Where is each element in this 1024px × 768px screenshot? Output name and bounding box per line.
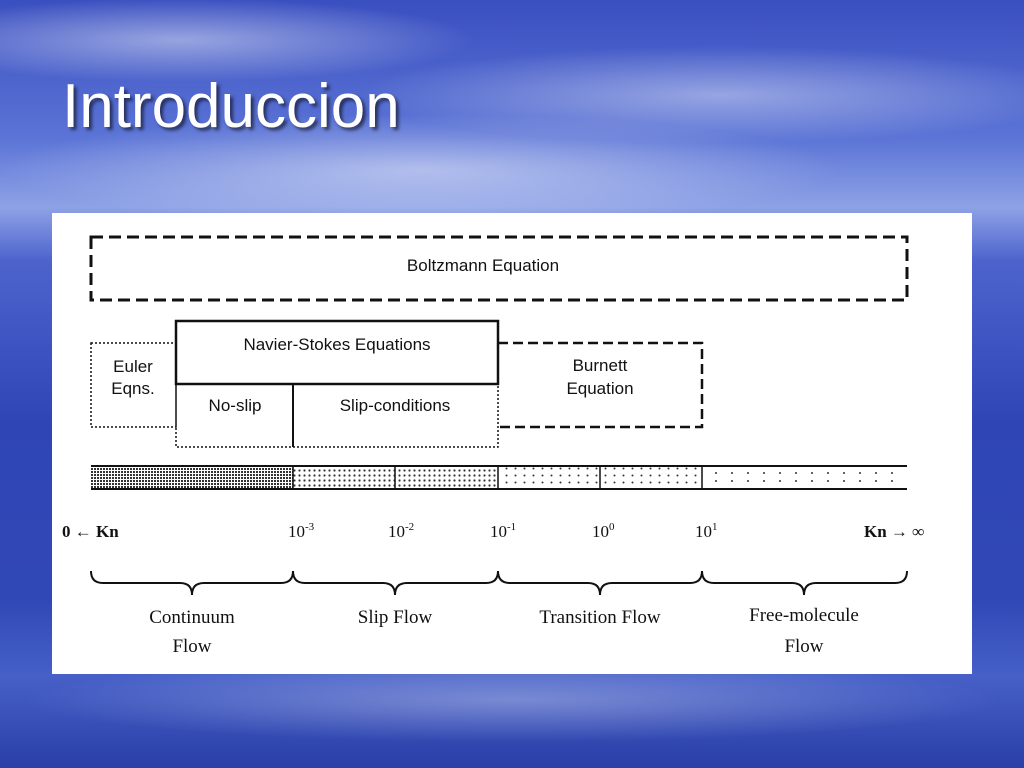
diagram-svg: Boltzmann Equation Euler Eqns. Navier-St… xyxy=(62,235,924,657)
transition-flow-label: Transition Flow xyxy=(539,607,661,628)
burnett-box: Burnett Equation xyxy=(498,341,704,429)
burnett-label-line2: Equation xyxy=(566,379,633,398)
euler-label-line2: Eqns. xyxy=(111,379,154,398)
navier-stokes-box: Navier-Stokes Equations xyxy=(174,319,500,386)
free-molecule-flow-label-line2: Flow xyxy=(784,636,823,657)
kn-infinity-label: Kn → ∞ xyxy=(864,522,924,541)
slip-conditions-label: Slip-conditions xyxy=(340,396,451,415)
navier-stokes-label: Navier-Stokes Equations xyxy=(243,335,430,354)
tick-label-1e-3: 10-3 xyxy=(288,521,315,541)
slip-brace xyxy=(292,570,499,596)
tick-label-1e1: 101 xyxy=(695,521,718,541)
slip-flow-label: Slip Flow xyxy=(358,607,433,628)
kn-zero-label: 0 ← Kn xyxy=(62,522,119,541)
burnett-label-line1: Burnett xyxy=(573,356,628,375)
continuum-flow-label-line2: Flow xyxy=(172,636,211,657)
transition-brace xyxy=(497,570,703,596)
knudsen-bar xyxy=(91,465,907,490)
boltzmann-box: Boltzmann Equation xyxy=(89,235,909,302)
continuum-brace xyxy=(90,570,294,596)
free-molecule-brace xyxy=(701,570,908,596)
regime-braces xyxy=(90,570,908,596)
euler-box: Euler Eqns. xyxy=(90,342,177,428)
free-molecule-flow-label-line1: Free-molecule xyxy=(749,605,859,626)
tick-label-1e-2: 10-2 xyxy=(388,521,414,541)
tick-label-1e0: 100 xyxy=(592,521,615,541)
boltzmann-label: Boltzmann Equation xyxy=(407,256,559,275)
euler-label-line1: Euler xyxy=(113,357,153,376)
continuum-flow-label-line1: Continuum xyxy=(149,607,235,628)
knudsen-regime-diagram: Boltzmann Equation Euler Eqns. Navier-St… xyxy=(52,213,972,674)
slide-title: Introduccion xyxy=(62,72,400,141)
tick-label-1e-1: 10-1 xyxy=(490,521,516,541)
boundary-conditions-box: No-slip Slip-conditions xyxy=(175,384,499,448)
no-slip-label: No-slip xyxy=(209,396,262,415)
